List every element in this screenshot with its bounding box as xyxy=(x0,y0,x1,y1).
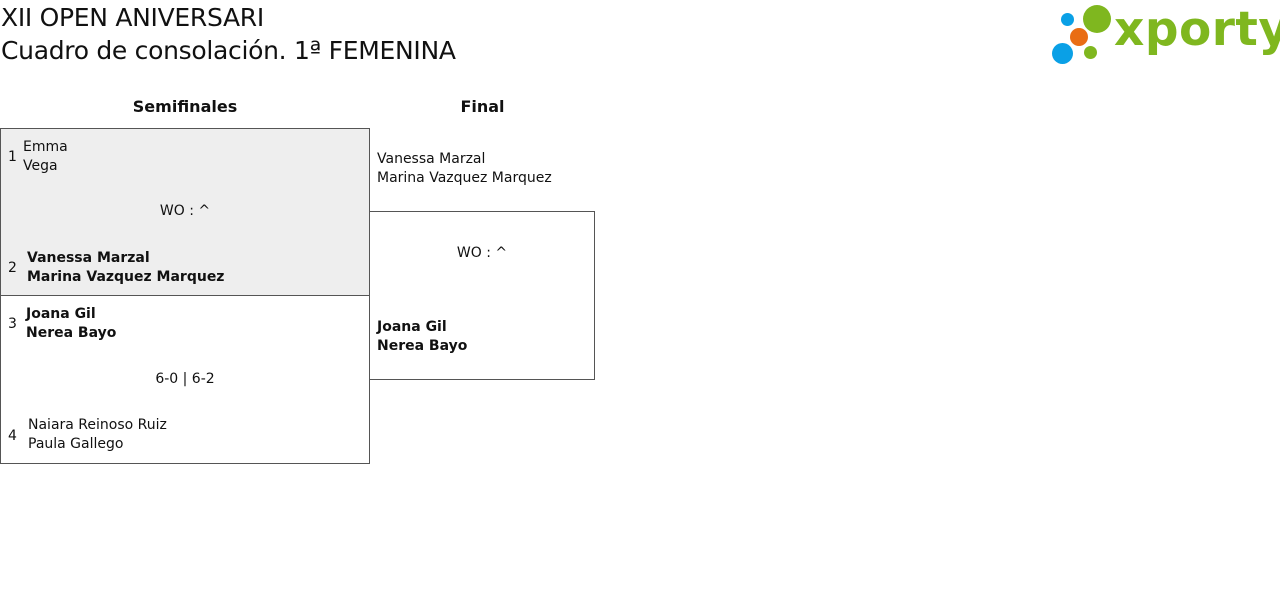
final-match[interactable]: WO : ^ Joana Gil Nerea Bayo xyxy=(369,211,595,380)
player-name: Marina Vazquez Marquez xyxy=(377,170,552,186)
player-name: Paula Gallego xyxy=(28,436,124,452)
player-name: Emma xyxy=(23,139,68,155)
seed-number: 4 xyxy=(8,428,17,444)
logo-dot-blue-large-icon xyxy=(1052,43,1073,64)
draw-title: Cuadro de consolación. 1ª FEMENINA xyxy=(1,36,456,65)
player-name: Nerea Bayo xyxy=(377,338,468,354)
team-entry[interactable]: Emma Vega xyxy=(23,138,68,176)
player-name: Vega xyxy=(23,158,58,174)
semifinal-match-2[interactable]: 3 Joana Gil Nerea Bayo 6-0 | 6-2 4 Naiar… xyxy=(0,295,370,464)
player-name: Joana Gil xyxy=(26,306,96,322)
final-team-winner[interactable]: Joana Gil Nerea Bayo xyxy=(377,318,467,356)
seed-number: 2 xyxy=(8,260,17,276)
match-score: WO : ^ xyxy=(159,203,211,219)
team-entry-winner[interactable]: Vanessa Marzal Marina Vazquez Marquez xyxy=(27,249,224,287)
logo-dot-orange-icon xyxy=(1070,28,1088,46)
player-name: Vanessa Marzal xyxy=(377,151,486,167)
player-name: Nerea Bayo xyxy=(26,325,117,341)
xporty-logo: xporty xyxy=(1050,2,1280,68)
seed-number: 3 xyxy=(8,316,17,332)
player-name: Joana Gil xyxy=(377,319,447,335)
team-entry-winner[interactable]: Joana Gil Nerea Bayo xyxy=(26,305,116,343)
logo-dot-green-small-icon xyxy=(1084,46,1097,59)
match-score: WO : ^ xyxy=(456,245,508,261)
logo-dot-green-large-icon xyxy=(1083,5,1111,33)
player-name: Vanessa Marzal xyxy=(27,250,150,266)
final-team-top[interactable]: Vanessa Marzal Marina Vazquez Marquez xyxy=(377,150,552,188)
tournament-title: XII OPEN ANIVERSARI xyxy=(1,3,264,32)
semifinal-match-1[interactable]: 1 Emma Vega WO : ^ 2 Vanessa Marzal Mari… xyxy=(0,128,370,296)
round-header-final: Final xyxy=(460,97,505,116)
player-name: Naiara Reinoso Ruiz xyxy=(28,417,167,433)
logo-wordmark: xporty xyxy=(1114,2,1280,57)
seed-number: 1 xyxy=(8,149,17,165)
round-header-semifinals: Semifinales xyxy=(132,97,238,116)
player-name: Marina Vazquez Marquez xyxy=(27,269,225,285)
match-score: 6-0 | 6-2 xyxy=(155,371,215,387)
logo-dot-blue-small-icon xyxy=(1061,13,1074,26)
team-entry[interactable]: Naiara Reinoso Ruiz Paula Gallego xyxy=(28,416,167,454)
